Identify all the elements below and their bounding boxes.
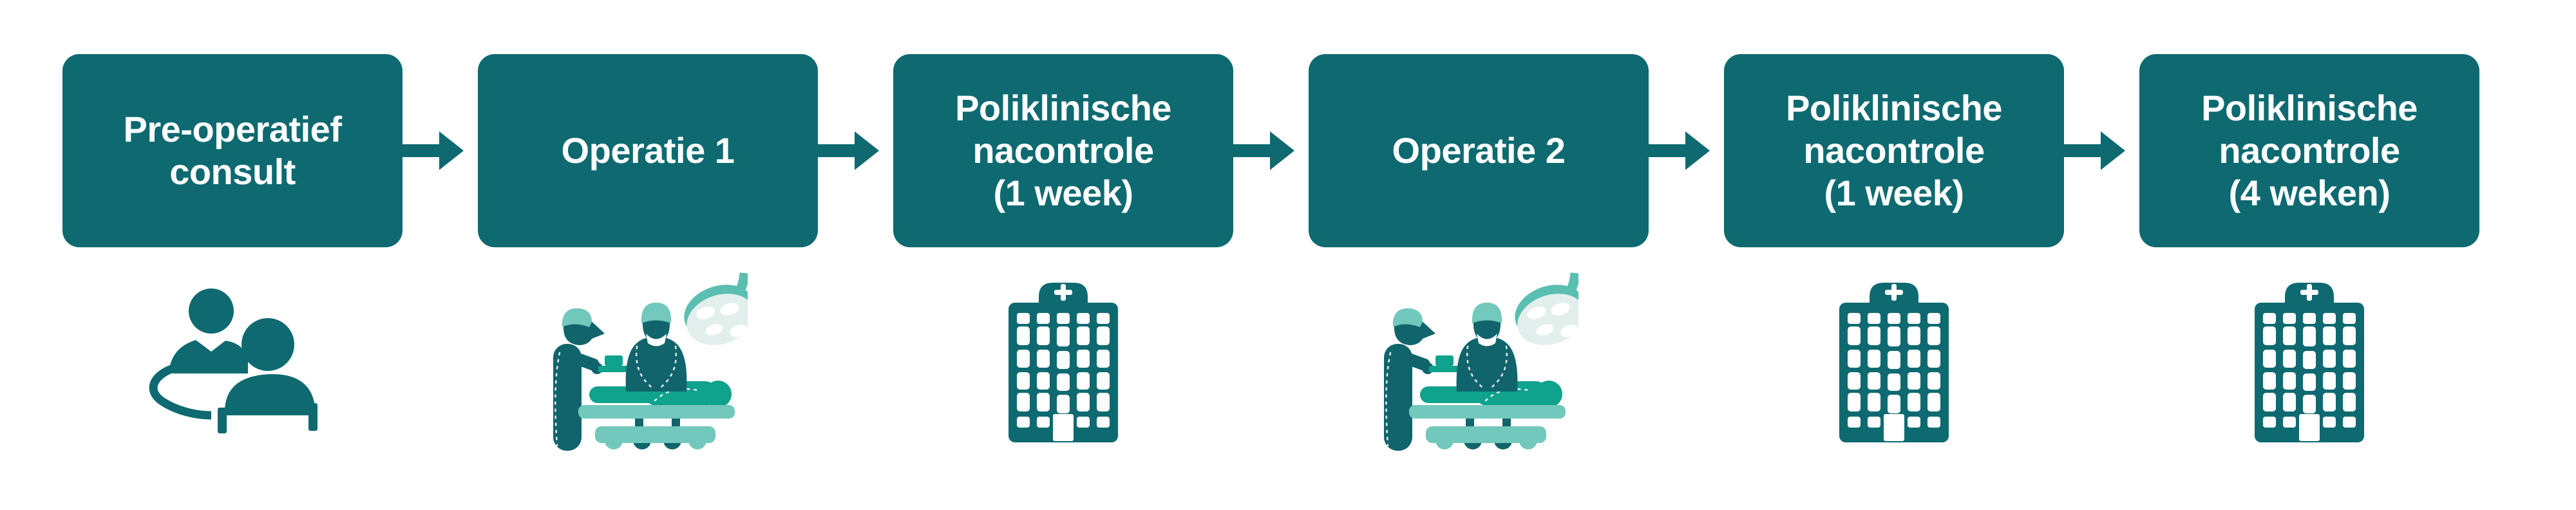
step-box: Poliklinische nacontrole (1 week) [893, 54, 1233, 247]
flow-step-4: Operatie 2 [1309, 54, 1649, 453]
step-icon-area [2139, 270, 2479, 453]
step-icon-area [1724, 270, 2064, 453]
hospital-icon [1009, 281, 1118, 442]
flow-step-5: Poliklinische nacontrole (1 week) [1724, 54, 2064, 453]
step-box: Poliklinische nacontrole (1 week) [1724, 54, 2064, 247]
arrow-right-icon [818, 131, 879, 170]
step-box: Pre-operatief consult [62, 54, 402, 247]
step-icon-area [893, 270, 1233, 453]
step-icon-area [62, 270, 402, 453]
arrow-right-icon [402, 131, 464, 170]
step-label: Pre-operatief consult [123, 109, 342, 192]
hospital-icon [1839, 281, 1949, 442]
step-box: Poliklinische nacontrole (4 weken) [2139, 54, 2479, 247]
step-label: Poliklinische nacontrole (4 weken) [2201, 88, 2418, 213]
flow-row: Pre-operatief consult Operatie 1 Polikli… [62, 54, 2479, 453]
flow-connector [818, 54, 893, 247]
step-label: Poliklinische nacontrole (1 week) [955, 88, 1171, 213]
hospital-icon [2255, 281, 2364, 442]
arrow-right-icon [2064, 131, 2125, 170]
flow-step-3: Poliklinische nacontrole (1 week) [893, 54, 1233, 453]
step-label: Poliklinische nacontrole (1 week) [1786, 88, 2002, 213]
step-icon-area [478, 270, 818, 453]
surgery-icon [1379, 272, 1578, 452]
arrow-right-icon [1233, 131, 1294, 170]
flow-step-2: Operatie 1 [478, 54, 818, 453]
flow-step-6: Poliklinische nacontrole (4 weken) [2139, 54, 2479, 453]
flow-connector [2064, 54, 2139, 247]
flow-step-1: Pre-operatief consult [62, 54, 402, 453]
flow-connector [1233, 54, 1309, 247]
step-label: Operatie 1 [561, 130, 735, 171]
step-box: Operatie 2 [1309, 54, 1649, 247]
step-box: Operatie 1 [478, 54, 818, 247]
step-icon-area [1309, 270, 1649, 453]
flow-connector [1649, 54, 1724, 247]
arrow-right-icon [1649, 131, 1710, 170]
flow-connector [402, 54, 478, 247]
consultation-icon [139, 288, 326, 436]
step-label: Operatie 2 [1392, 130, 1566, 171]
surgery-icon [548, 272, 748, 452]
